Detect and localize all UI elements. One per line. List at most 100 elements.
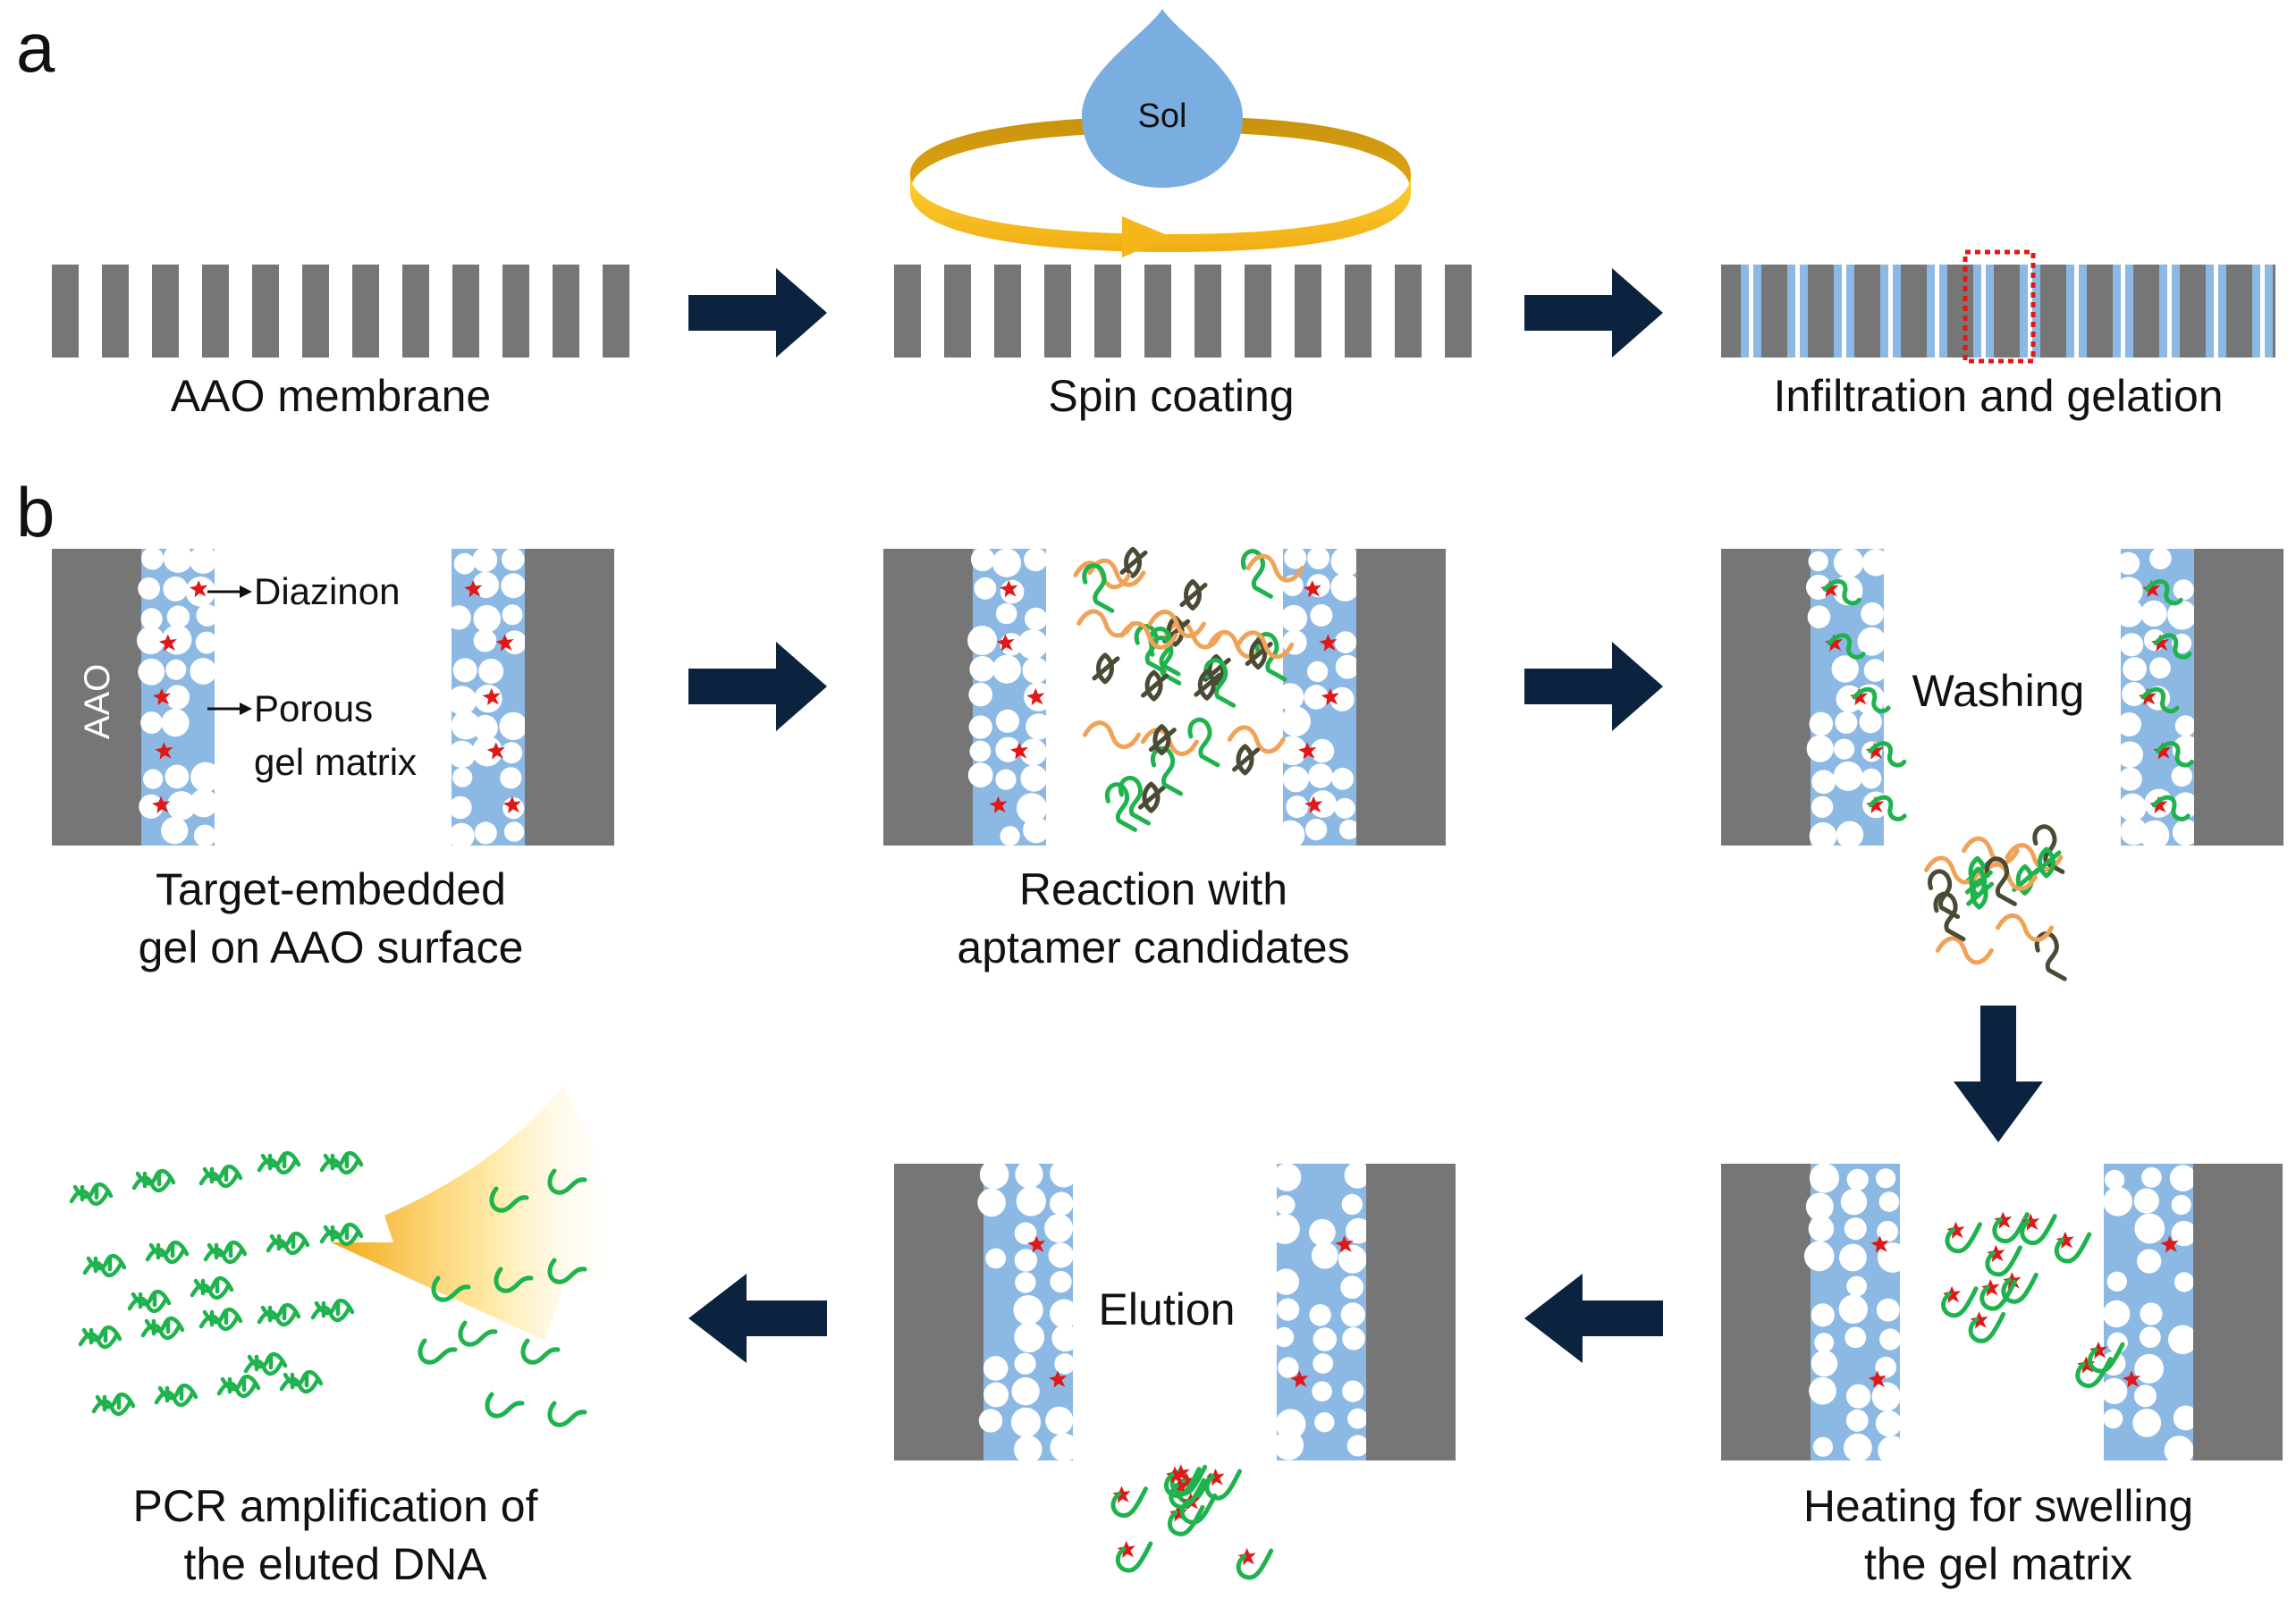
aptamer-strand: [1996, 913, 2055, 942]
aao-block-left: [1721, 549, 1811, 846]
bound-aptamer: [1868, 741, 1907, 768]
gel-channel: [1973, 265, 1981, 358]
gel-pore: [1282, 766, 1309, 793]
bound-aptamer: [2054, 1232, 2092, 1264]
gel-channel: [1939, 265, 1947, 358]
gel-pore: [473, 604, 501, 633]
gel-pore: [1342, 1326, 1365, 1351]
aptamer-strand: [1118, 775, 1151, 826]
gel-pore: [1272, 1268, 1300, 1295]
gel-channel: [2079, 265, 2087, 358]
gel-pore: [472, 547, 498, 573]
gel-pore: [190, 788, 218, 818]
aptamer-strand: [1984, 856, 2017, 906]
gel-pore: [472, 714, 498, 741]
gel-pore: [1808, 1216, 1835, 1241]
gel-pore: [2106, 1271, 2127, 1292]
gel-pore: [2140, 1302, 2163, 1326]
aptamer-strand: [1119, 621, 1178, 650]
target-embedded-gel-cell: [52, 543, 614, 849]
gel-pore: [166, 605, 190, 628]
gel-pore: [2167, 600, 2197, 630]
gel-pore: [983, 1382, 1009, 1408]
bound-aptamer: [1115, 1541, 1153, 1573]
gel-pore: [452, 767, 473, 787]
gel-pore: [1273, 1326, 1295, 1348]
gel-pore: [1312, 1381, 1332, 1401]
gel-pore: [2169, 1165, 2197, 1191]
bound-aptamer: [1236, 1548, 1274, 1580]
aao-wall: [502, 265, 529, 358]
pore-gap: [1749, 265, 1753, 358]
gel-pore: [1833, 761, 1863, 791]
gel-pore: [2133, 1188, 2159, 1214]
gel-pore: [473, 628, 497, 652]
gel-pore: [163, 577, 189, 602]
gel-pore: [1276, 683, 1304, 711]
gel-pore: [190, 762, 221, 792]
bound-aptamer: [1968, 1311, 2006, 1343]
gel-pore: [1812, 1436, 1834, 1457]
eluted-strand: [431, 1275, 471, 1302]
caption-step2-line2: aptamer candidates: [957, 922, 1349, 972]
dna-helix: [78, 1326, 122, 1349]
bound-aptamer: [2144, 579, 2183, 606]
gel-pore: [1013, 1295, 1043, 1326]
aptamer-strand: [1137, 781, 1166, 813]
gel-pore: [1014, 1222, 1037, 1245]
aptamer-strand: [1245, 553, 1304, 583]
aao-wall: [302, 265, 329, 358]
porous-label-line1: Porous: [254, 687, 373, 729]
gel-pore: [1803, 1241, 1835, 1272]
gel-pore: [2115, 577, 2143, 605]
spin-ring-front: [910, 174, 1411, 252]
aptamer-strand: [1147, 610, 1206, 638]
gel-channel: [1927, 265, 1935, 358]
gel-pore: [1876, 1298, 1900, 1322]
gel-pore: [1010, 1407, 1042, 1437]
process-arrow-6: [688, 1274, 827, 1363]
washing-label: Washing: [1912, 666, 2085, 716]
gel-pore: [1857, 627, 1887, 656]
bound-aptamer: [1822, 579, 1861, 606]
gel-pore: [1051, 1324, 1079, 1352]
aptamer-strand: [1134, 624, 1167, 674]
aao-wall: [1094, 265, 1121, 358]
gel-pore: [2173, 1405, 2199, 1431]
washing-cell: [1721, 547, 2283, 850]
gel-pore: [1014, 1322, 1045, 1353]
gel-pore: [451, 711, 480, 740]
gel-pore: [1846, 1384, 1871, 1409]
aao-block-right: [1366, 1164, 1456, 1460]
gel-pore: [1839, 1243, 1867, 1272]
gel-pore: [1811, 1350, 1838, 1377]
gel-pore: [1014, 1435, 1042, 1464]
diazinon-label: Diazinon: [254, 570, 400, 612]
caption-infiltration-gelation: Infiltration and gelation: [1773, 371, 2223, 421]
gel-pore: [1050, 1159, 1078, 1188]
gel-pore: [452, 658, 477, 683]
gel-pore: [2122, 682, 2147, 706]
aptamer-strand: [1104, 782, 1137, 832]
process-arrow-down: [1954, 1006, 2043, 1142]
gel-channel: [1986, 265, 1994, 358]
gel-pore: [992, 548, 1022, 577]
gel-pore: [1338, 1244, 1367, 1274]
gel-pore: [2172, 819, 2199, 846]
gel-pore: [2164, 1435, 2194, 1466]
process-arrow-1: [688, 268, 827, 358]
gel-channel: [2265, 265, 2273, 358]
aptamer-strand: [1964, 866, 1993, 898]
aao-wall: [1295, 265, 1321, 358]
aao-block-right: [525, 549, 614, 846]
dna-helix: [91, 1393, 136, 1416]
dna-helix: [154, 1384, 198, 1407]
gel-pore: [1310, 604, 1333, 627]
gel-channel: [2218, 265, 2226, 358]
gel-pore: [979, 1159, 1009, 1190]
gel-pore: [2140, 820, 2170, 850]
aao-block-right: [1356, 549, 1446, 846]
aao-body: [1721, 265, 2275, 358]
eluted-strand: [547, 1401, 587, 1427]
gel-pore: [1310, 738, 1335, 763]
